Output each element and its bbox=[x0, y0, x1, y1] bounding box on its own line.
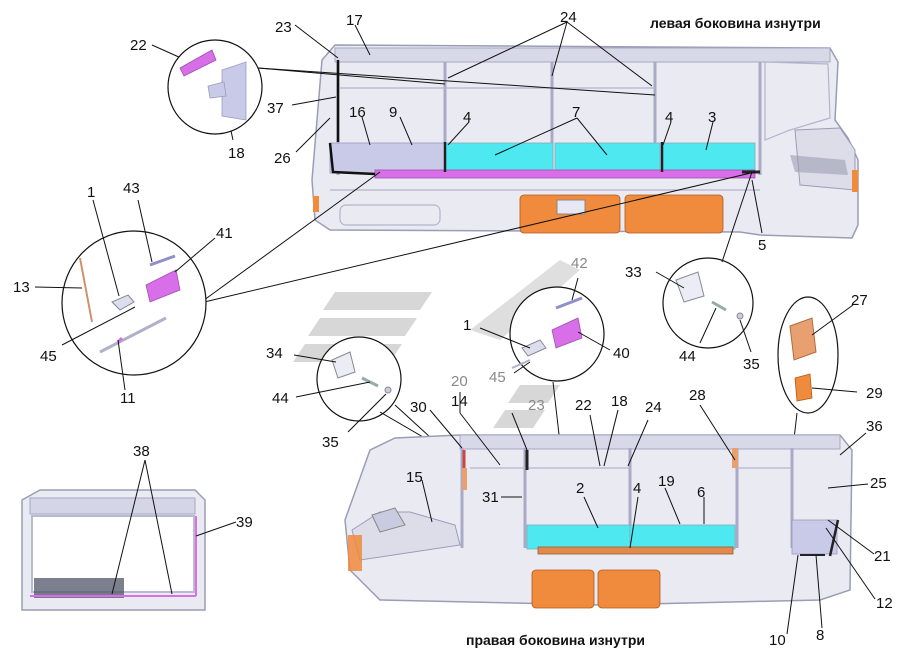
bus-right-side-view bbox=[344, 434, 853, 609]
label-39: 39 bbox=[236, 514, 253, 531]
label-44-left: 44 bbox=[272, 390, 289, 407]
label-4-lower: 4 bbox=[633, 480, 641, 497]
label-9: 9 bbox=[389, 104, 397, 121]
label-22-lower: 22 bbox=[575, 397, 592, 414]
label-31: 31 bbox=[482, 489, 499, 506]
caption-left-side: левая боковина изнутри bbox=[650, 15, 821, 31]
label-38: 38 bbox=[133, 443, 150, 460]
label-25: 25 bbox=[870, 475, 887, 492]
label-23-lower: 23 bbox=[528, 397, 545, 414]
label-13: 13 bbox=[13, 279, 30, 296]
label-22-upper: 22 bbox=[130, 37, 147, 54]
label-17: 17 bbox=[346, 12, 363, 29]
label-4-upper-right: 4 bbox=[665, 109, 673, 126]
bus-left-side-view bbox=[311, 44, 859, 239]
label-36: 36 bbox=[866, 418, 883, 435]
label-43: 43 bbox=[123, 180, 140, 197]
label-27: 27 bbox=[851, 292, 868, 309]
label-28: 28 bbox=[689, 387, 706, 404]
label-30: 30 bbox=[410, 399, 427, 416]
label-23-upper: 23 bbox=[275, 19, 292, 36]
label-5: 5 bbox=[758, 237, 766, 254]
label-33: 33 bbox=[625, 264, 642, 281]
label-26: 26 bbox=[274, 150, 291, 167]
label-20: 20 bbox=[451, 373, 468, 390]
label-12: 12 bbox=[876, 595, 893, 612]
label-37: 37 bbox=[267, 100, 284, 117]
label-1-mid: 1 bbox=[463, 317, 471, 334]
detail-circle-1-43-41 bbox=[61, 230, 207, 376]
label-2: 2 bbox=[576, 480, 584, 497]
label-16: 16 bbox=[349, 104, 366, 121]
lower-leaders bbox=[421, 392, 876, 635]
label-42: 42 bbox=[571, 255, 588, 272]
detail-circle-22-18 bbox=[167, 39, 263, 135]
label-1-left: 1 bbox=[87, 184, 95, 201]
label-35-right: 35 bbox=[743, 356, 760, 373]
label-24-upper: 24 bbox=[560, 9, 577, 26]
label-10: 10 bbox=[769, 632, 786, 649]
label-35-left: 35 bbox=[322, 434, 339, 451]
caption-right-side: правая боковина изнутри bbox=[466, 632, 645, 648]
circle4-leaders bbox=[655, 171, 753, 353]
label-24-lower: 24 bbox=[645, 399, 662, 416]
upper-leaders bbox=[151, 21, 763, 304]
label-18-lower: 18 bbox=[611, 393, 628, 410]
label-14: 14 bbox=[451, 393, 468, 410]
part-labels: 22 18 23 17 24 37 26 16 9 4 7 4 3 5 1 43… bbox=[13, 9, 893, 649]
label-4-upper-left: 4 bbox=[463, 109, 471, 126]
label-40: 40 bbox=[613, 345, 630, 362]
detail-circle-33-44-35 bbox=[662, 257, 754, 349]
detail-circle-34-44-35 bbox=[316, 336, 402, 422]
label-18-upper: 18 bbox=[228, 145, 245, 162]
detail-circle-42-40 bbox=[509, 286, 605, 382]
inset-leaders bbox=[111, 459, 237, 595]
inset-window-frame bbox=[21, 489, 206, 611]
detail-ellipse-27-29 bbox=[777, 296, 839, 414]
label-34: 34 bbox=[266, 345, 283, 362]
label-3: 3 bbox=[708, 109, 716, 126]
label-44-right: 44 bbox=[679, 348, 696, 365]
label-45-mid: 45 bbox=[489, 369, 506, 386]
label-19: 19 bbox=[658, 473, 675, 490]
label-7: 7 bbox=[572, 104, 580, 121]
label-41: 41 bbox=[216, 225, 233, 242]
label-11: 11 bbox=[120, 390, 136, 407]
label-45-left: 45 bbox=[40, 348, 57, 365]
label-21: 21 bbox=[874, 548, 891, 565]
label-8: 8 bbox=[816, 627, 824, 644]
circle1-leaders bbox=[34, 199, 216, 391]
label-6: 6 bbox=[697, 484, 705, 501]
label-15: 15 bbox=[406, 469, 423, 486]
label-29: 29 bbox=[866, 385, 883, 402]
